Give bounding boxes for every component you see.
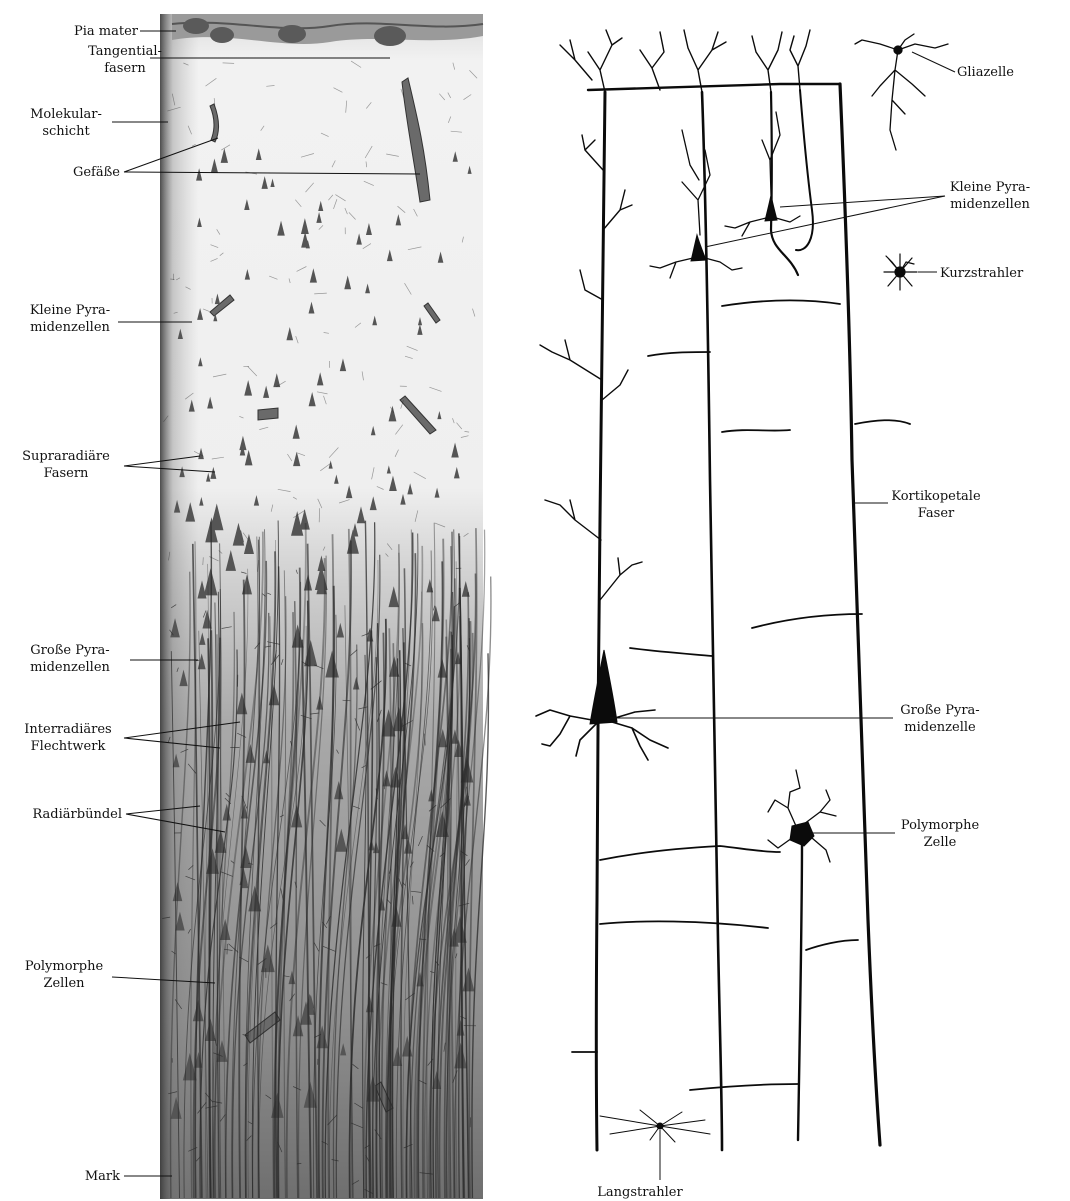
label-gefaesse: Gefäße: [73, 165, 120, 180]
tissue-fiber-fragment: [203, 557, 204, 565]
label-grosse-pyramidenzelle-1: Große Pyra-: [900, 703, 979, 718]
polymorph-cell-body: [790, 822, 814, 846]
small-pyramid-2-dendrites: [725, 112, 800, 236]
label-radiaerbuendel: Radiärbündel: [32, 807, 122, 822]
label-polymorphe-zellen-1: Polymorphe: [25, 959, 104, 974]
label-pia-mater: Pia mater: [74, 24, 139, 39]
label-interradiaeres-flechtwerk-1: Interradiäres: [24, 722, 111, 737]
label-kleine-pyramidenzellen-r-1: Kleine Pyra-: [950, 180, 1030, 195]
label-kleine-pyramidenzellen-2: midenzellen: [30, 320, 110, 335]
axon-big-pyramid: [596, 92, 605, 1150]
label-gliazelle: Gliazelle: [957, 65, 1014, 80]
label-kortikopetale-faser-2: Faser: [918, 506, 955, 521]
label-tangentialfasern-2: fasern: [104, 61, 146, 76]
label-tangentialfasern-1: Tangential-: [88, 44, 162, 59]
label-interradiaeres-flechtwerk-2: Flechtwerk: [31, 739, 106, 754]
label-kurzstrahler: Kurzstrahler: [940, 266, 1024, 281]
histology-section: [160, 14, 491, 1199]
label-polymorphe-zelle-2: Zelle: [924, 835, 957, 850]
label-langstrahler: Langstrahler: [597, 1185, 683, 1200]
right-labels: Gliazelle Kleine Pyra- midenzellen Kurzs…: [597, 52, 1030, 1200]
tangential-fiber: [588, 84, 840, 90]
big-pyramidal-cell-body: [590, 650, 617, 724]
small-pyramidal-cell-2: [765, 195, 777, 221]
label-polymorphe-zellen-2: Zellen: [43, 976, 85, 991]
label-grosse-pyramidenzelle-2: midenzelle: [904, 720, 976, 735]
label-kortikopetale-faser-1: Kortikopetale: [891, 489, 981, 504]
tissue-fiber-fragment: [223, 63, 235, 64]
label-kleine-pyramidenzellen-r-2: midenzellen: [950, 197, 1030, 212]
axon-small-pyramid-2: [771, 92, 798, 275]
tissue-fiber-fragment: [170, 279, 174, 280]
apical-dendrite-tufts: [560, 30, 810, 92]
label-mark: Mark: [85, 1169, 120, 1184]
langstrahler-cell: [600, 1110, 710, 1142]
label-kleine-pyramidenzellen-1: Kleine Pyra-: [30, 303, 110, 318]
label-molekularschicht-1: Molekular-: [30, 107, 102, 122]
tissue-fiber-fragment: [297, 1163, 301, 1164]
label-grosse-pyramidenzellen-1: Große Pyra-: [30, 643, 109, 658]
kurzstrahler-cell: [884, 254, 917, 290]
big-pyramid-apical-branches: [540, 135, 642, 600]
label-grosse-pyramidenzellen-2: midenzellen: [30, 660, 110, 675]
label-polymorphe-zelle-1: Polymorphe: [901, 818, 980, 833]
glia-cell: [855, 34, 948, 150]
label-supraradiaere-fasern-2: Fasern: [44, 466, 89, 481]
label-supraradiaere-fasern-1: Supraradiäre: [22, 449, 110, 464]
small-pyramidal-cell-1: [691, 235, 706, 261]
axon-small-pyramid-1: [702, 92, 722, 1150]
neuron-schematic: [536, 30, 948, 1150]
leader-gliazelle: [912, 52, 955, 72]
label-molekularschicht-2: schicht: [42, 124, 90, 139]
axon-polymorph: [798, 840, 802, 1140]
